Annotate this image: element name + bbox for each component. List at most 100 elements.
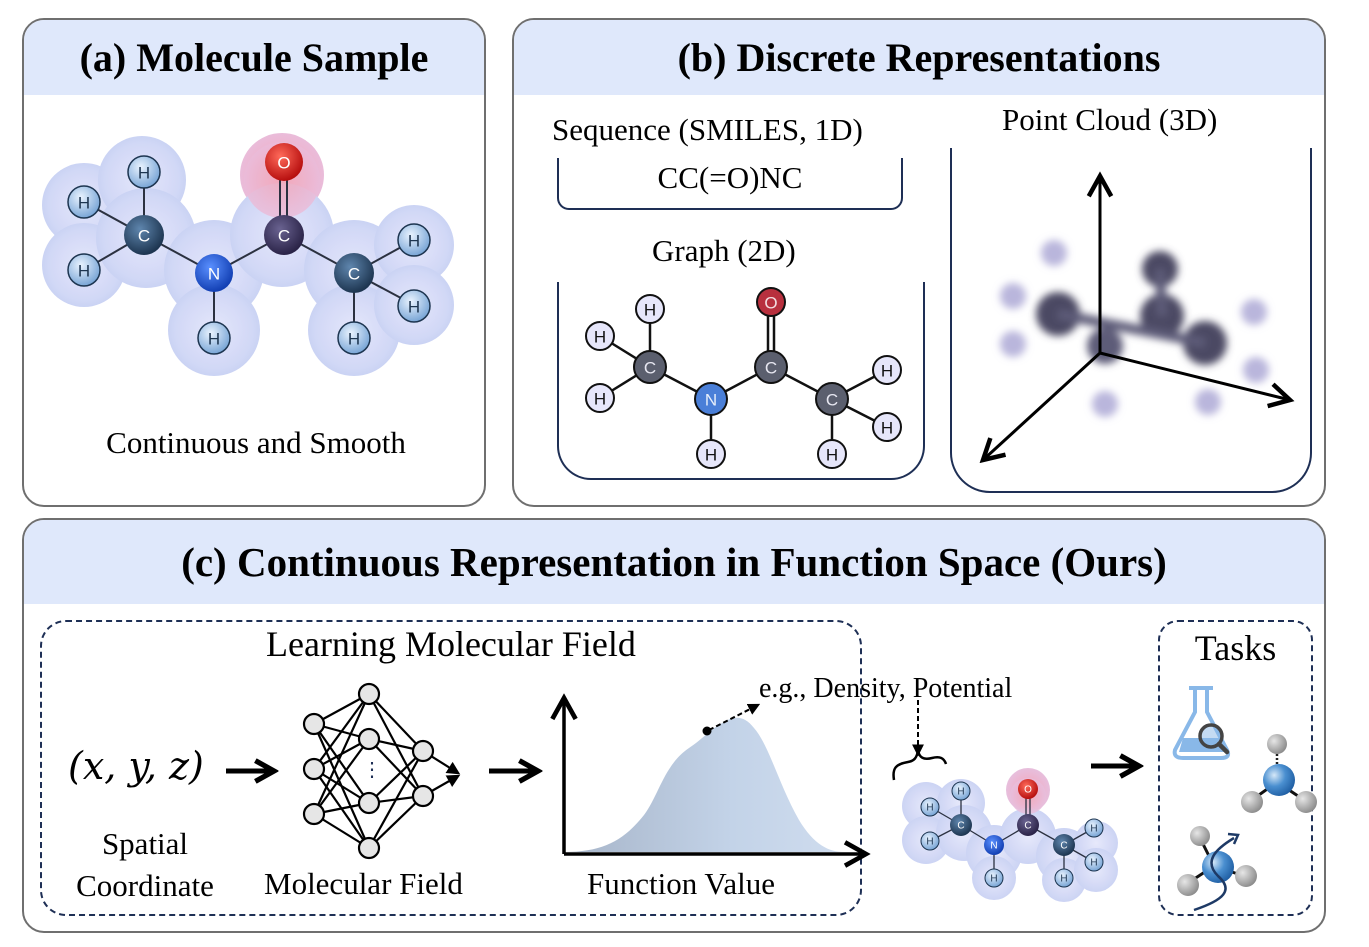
graph-label: Graph (2D): [652, 233, 796, 268]
smiles-string: CC(=O)NC: [657, 160, 803, 195]
node-hydrogen: H: [585, 321, 615, 351]
svg-text:H: H: [926, 803, 933, 814]
atom-oxygen: O: [1018, 779, 1038, 799]
svg-text:C: C: [826, 391, 838, 410]
xyz-axes: [983, 176, 1290, 460]
node-hydrogen: H: [817, 439, 847, 469]
panel-b-header: (b) Discrete Representations: [514, 20, 1324, 95]
svg-text:H: H: [705, 446, 717, 465]
neural-network: [302, 682, 461, 860]
atom-hydrogen: H: [397, 289, 431, 323]
atom-carbon: C: [124, 215, 164, 255]
svg-text:H: H: [138, 164, 150, 183]
neuron: [302, 802, 326, 826]
panel-c-header: (c) Continuous Representation in Functio…: [24, 520, 1324, 604]
trajectory-arrow-icon: [1193, 836, 1235, 912]
nn-neurons: [302, 682, 435, 860]
svg-text:H: H: [208, 330, 220, 349]
sequence-label: Sequence (SMILES, 1D): [552, 112, 863, 147]
svg-text:H: H: [348, 330, 360, 349]
atom-hydrogen: H: [1054, 868, 1074, 888]
node-carbon: C: [815, 382, 849, 416]
axis-x: [1099, 351, 1290, 400]
svg-text:C: C: [348, 265, 360, 284]
neuron: [357, 682, 381, 706]
spatial-coordinate-value: (x, y, z): [68, 744, 204, 788]
panel-a-header: (a) Molecule Sample: [24, 20, 484, 95]
atom-hydrogen: H: [127, 155, 161, 189]
svg-text:C: C: [1060, 841, 1067, 852]
neuron: [302, 712, 326, 736]
coordinate-label: Coordinate: [76, 868, 214, 903]
neuron: [357, 727, 381, 751]
molecule-3d-render: H H H C N H C O C H H H: [42, 133, 454, 376]
panel-molecule-sample: (a) Molecule Sample: [22, 18, 486, 507]
svg-text:O: O: [277, 154, 290, 173]
task-interaction-icon: [1241, 734, 1317, 813]
svg-text:C: C: [1024, 821, 1031, 832]
svg-text:C: C: [138, 227, 150, 246]
panel-continuous-representation: (c) Continuous Representation in Functio…: [22, 518, 1326, 933]
example-label: e.g., Density, Potential: [759, 673, 1013, 704]
svg-text:H: H: [408, 298, 420, 317]
node-hydrogen: H: [585, 383, 615, 413]
atom-hydrogen: H: [1084, 818, 1104, 838]
molecular-field-label: Molecular Field: [264, 866, 463, 901]
atom-nitrogen: N: [984, 835, 1004, 855]
atom-carbon: C: [334, 253, 374, 293]
function-value-label: Function Value: [587, 866, 775, 901]
svg-text:H: H: [1060, 874, 1067, 885]
svg-text:C: C: [957, 821, 964, 832]
atom-carbon: C: [264, 215, 304, 255]
atom-hydrogen: H: [397, 223, 431, 257]
molecule-small-render: H H H C N H C O C H H H: [902, 768, 1118, 902]
pointcloud-label: Point Cloud (3D): [1002, 102, 1218, 137]
node-carbon: C: [633, 350, 667, 384]
neuron: [411, 739, 435, 763]
pointcloud-box: [950, 148, 1312, 493]
svg-text:H: H: [926, 837, 933, 848]
spatial-label: Spatial: [101, 826, 189, 861]
svg-text:H: H: [594, 328, 606, 347]
neuron: [302, 757, 326, 781]
neuron: [411, 784, 435, 808]
svg-text:O: O: [1024, 785, 1032, 796]
atom-hydrogen: H: [1084, 852, 1104, 872]
atom-hydrogen: H: [337, 321, 371, 355]
curly-brace: [892, 749, 948, 781]
svg-text:H: H: [78, 194, 90, 213]
molecule-graph-2d: H H H C N H C O C H H H: [585, 287, 902, 469]
node-oxygen: O: [756, 287, 786, 317]
svg-text:H: H: [1090, 824, 1097, 835]
atom-carbon: C: [950, 814, 972, 836]
sequence-box: [557, 158, 903, 210]
svg-text:H: H: [644, 301, 656, 320]
svg-text:H: H: [594, 390, 606, 409]
svg-text:H: H: [826, 446, 838, 465]
flow-arrows: [226, 520, 1326, 933]
node-hydrogen: H: [872, 355, 902, 385]
svg-text:H: H: [957, 787, 964, 798]
svg-text:H: H: [881, 419, 893, 438]
point-clusters: [1000, 240, 1269, 417]
node-carbon: C: [754, 350, 788, 384]
magnifier-icon: [1198, 723, 1224, 749]
svg-text:H: H: [408, 232, 420, 251]
svg-text:O: O: [764, 294, 777, 313]
atom-hydrogen: H: [67, 185, 101, 219]
atom-hydrogen: H: [67, 253, 101, 287]
node-hydrogen: H: [872, 412, 902, 442]
task-dynamics-icon: [1177, 826, 1257, 912]
svg-text:H: H: [78, 262, 90, 281]
tasks-box: [1158, 620, 1313, 916]
svg-text:H: H: [990, 874, 997, 885]
atom-hydrogen: H: [197, 321, 231, 355]
svg-text:H: H: [881, 362, 893, 381]
atom-hydrogen: H: [920, 797, 940, 817]
brace-annotation: [892, 700, 948, 781]
svg-text:C: C: [278, 227, 290, 246]
node-nitrogen: N: [694, 382, 728, 416]
svg-text:N: N: [990, 841, 997, 852]
function-curve-area: [564, 717, 844, 852]
svg-text:C: C: [644, 359, 656, 378]
